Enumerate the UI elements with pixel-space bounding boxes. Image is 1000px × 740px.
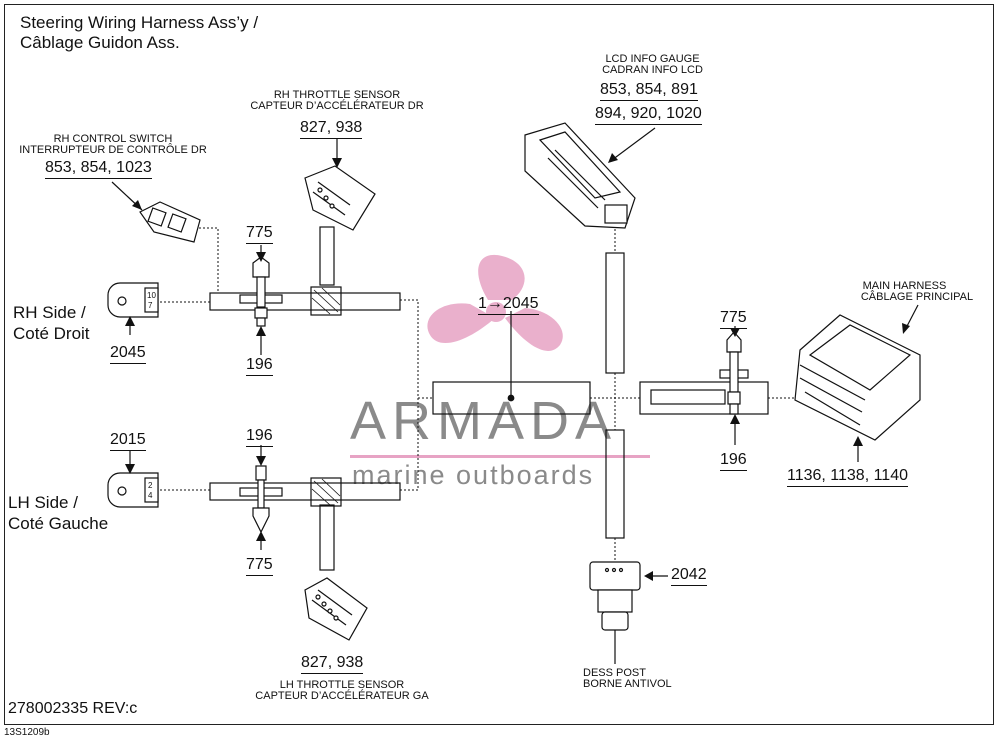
main-branch-label-plate: [650, 389, 726, 405]
rh-trunk: [209, 292, 401, 311]
lh-splice: [310, 477, 342, 507]
fastener-shapes: [239, 256, 749, 534]
side-connector-caps: [107, 282, 159, 508]
lcd-gauge-housing: [524, 122, 636, 229]
rh-throttle-connector: [304, 165, 376, 231]
part-number: 278002335 REV:c: [8, 700, 138, 717]
rh-throttle-name-en: RH THROTTLE SENSOR: [273, 89, 401, 101]
lh-trunk: [209, 482, 401, 501]
watermark-tagline: marine outboards: [352, 460, 595, 490]
lh-side-ref: 2015: [110, 432, 146, 451]
dess-tube: [605, 429, 625, 539]
lcd-gauge-refs-2: 894, 920, 1020: [595, 106, 702, 125]
lh-pin-bottom: 4: [148, 491, 153, 500]
lh-upper-fastener-ref: 196: [246, 428, 273, 447]
rh-throttle-name-fr: CAPTEUR D’ACCÉLÉRATEUR DR: [250, 100, 424, 112]
lh-pin-top: 2: [148, 481, 153, 490]
main-harness-connector: [794, 314, 921, 441]
rh-upper-fastener-ref: 775: [246, 225, 273, 244]
lh-throttle-name-fr: CAPTEUR D’ACCÉLÉRATEUR GA: [255, 690, 429, 702]
rh-pin-top: 10: [147, 291, 156, 300]
rh-side-line-1: RH Side /: [13, 303, 86, 322]
lh-side-line-1: LH Side /: [8, 493, 78, 512]
lh-sensor-tube: [319, 504, 335, 571]
dess-post-ref: 2042: [671, 567, 707, 586]
lh-throttle-connector: [304, 577, 368, 641]
rh-control-switch-refs: 853, 854, 1023: [45, 160, 152, 179]
title-line-2: Câblage Guidon Ass.: [20, 33, 180, 52]
watermark-brand: ARMADA: [350, 391, 618, 451]
main-harness-name-en: MAIN HARNESS: [862, 280, 947, 292]
lcd-gauge-name-fr: CADRAN INFO LCD: [602, 64, 703, 76]
rh-lower-fastener-ref: 196: [246, 357, 273, 376]
watermark-rule: [350, 455, 650, 458]
rh-sensor-tube: [319, 226, 335, 286]
main-lower-fastener-ref: 196: [720, 452, 747, 471]
rh-side-ref: 2045: [110, 345, 146, 364]
rh-pin-bottom: 7: [148, 301, 153, 310]
gauge-tube: [605, 252, 625, 374]
lh-throttle-refs: 827, 938: [301, 655, 364, 674]
lh-lower-fastener-ref: 775: [246, 557, 273, 576]
main-harness-name-fr: CÂBLAGE PRINCIPAL: [860, 291, 974, 303]
rh-control-switch-name-fr: INTERRUPTEUR DE CONTRÔLE DR: [19, 144, 207, 156]
dess-post-name-fr: BORNE ANTIVOL: [583, 678, 672, 690]
lh-throttle-name-en: LH THROTTLE SENSOR: [279, 679, 405, 691]
rh-side-line-2: Coté Droit: [13, 324, 90, 343]
dess-post-name-en: DESS POST: [583, 667, 646, 679]
rh-control-switch-name-en: RH CONTROL SWITCH: [53, 133, 173, 145]
main-harness-refs: 1136, 1138, 1140: [787, 468, 908, 487]
rh-control-switch-connector: [139, 201, 201, 243]
rh-splice: [310, 286, 342, 316]
lcd-gauge-name-en: LCD INFO GAUGE: [605, 53, 700, 65]
junction-label: 1→2045: [478, 296, 539, 315]
dess-post-body: [589, 561, 641, 631]
drawing-frame: [4, 4, 994, 725]
drawing-code: 13S1209b: [4, 727, 50, 738]
title-line-1: Steering Wiring Harness Ass’y /: [20, 13, 259, 32]
main-branch-box: [639, 381, 769, 415]
main-upper-fastener-ref: 775: [720, 310, 747, 329]
lh-side-line-2: Coté Gauche: [8, 514, 109, 533]
rh-throttle-refs: 827, 938: [300, 120, 363, 139]
lcd-gauge-refs-1: 853, 854, 891: [600, 82, 698, 101]
